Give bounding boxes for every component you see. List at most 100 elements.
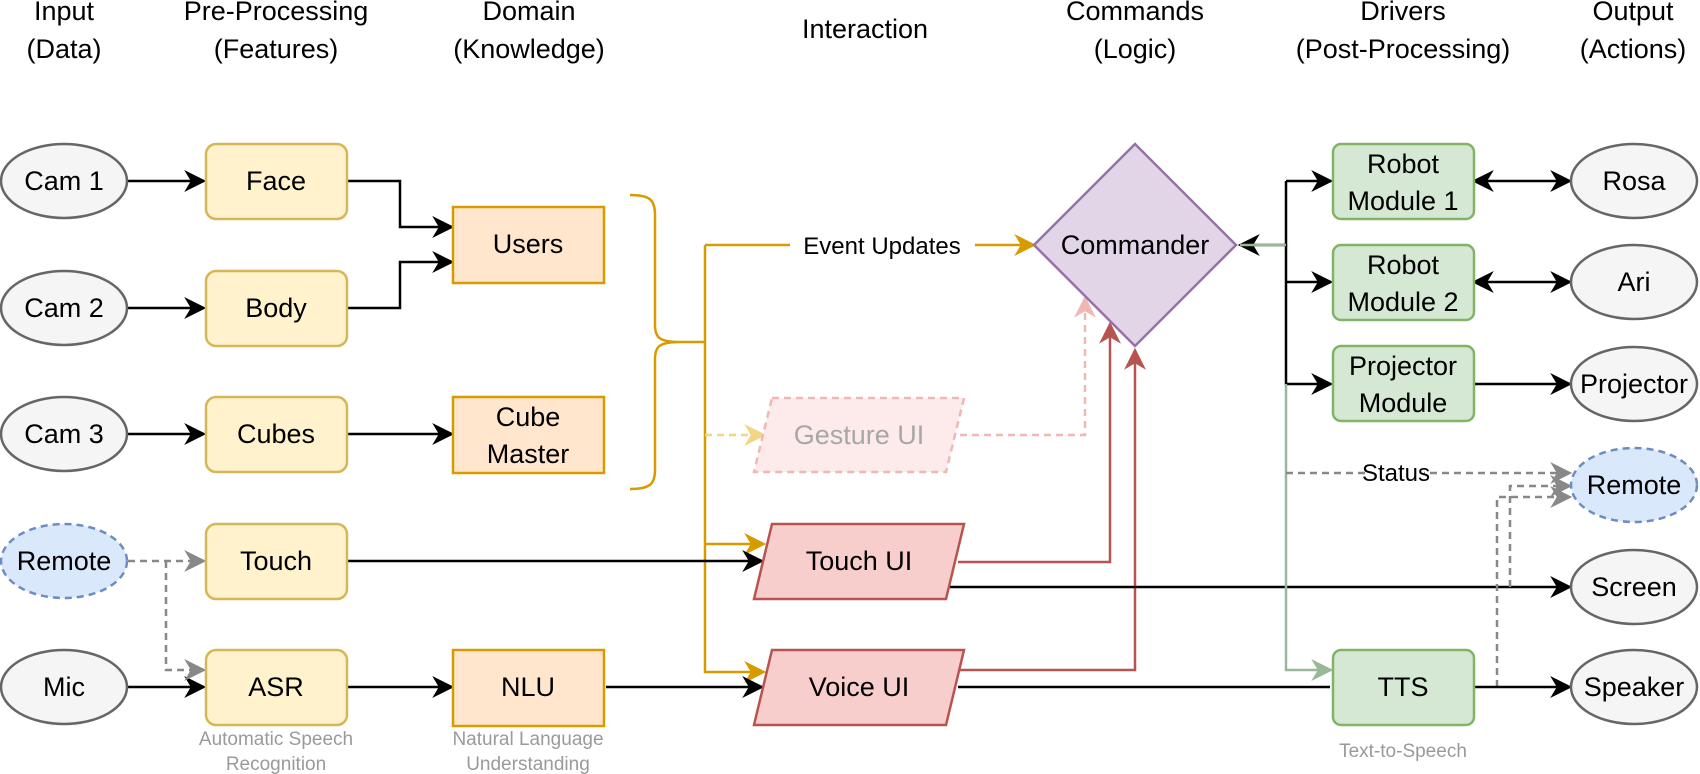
node-asr <box>204 648 349 727</box>
event-updates-label-bg <box>790 231 975 261</box>
node-screen-label: Screen <box>1591 572 1677 602</box>
node-users <box>451 205 606 285</box>
node-projector-output-label: Projector <box>1580 369 1688 399</box>
node-projector-output <box>1569 345 1699 423</box>
node-screen <box>1569 548 1699 626</box>
node-face <box>204 142 349 221</box>
node-projector-module-label-2: Module <box>1359 388 1448 418</box>
edge-trunk-projector <box>1284 245 1334 395</box>
node-projector-module-label-1: Projector <box>1349 351 1457 381</box>
node-rosa-label: Rosa <box>1602 166 1666 196</box>
node-rosa <box>1569 142 1699 220</box>
node-mic <box>0 648 129 726</box>
header-drivers: Drivers <box>1360 0 1446 26</box>
node-cube-master-label-1: Cube <box>496 402 561 432</box>
node-tts-note: Text-to-Speech <box>1339 741 1467 762</box>
node-touch <box>204 522 349 601</box>
column-headers: Input (Data) Pre-Processing (Features) D… <box>26 0 1686 64</box>
header-domain: Domain <box>482 0 575 26</box>
edge-drivers-commander <box>1237 181 1288 256</box>
header-domain-sub: (Knowledge) <box>453 34 605 64</box>
commands-node: Commander <box>1032 142 1238 348</box>
status-label-bg <box>1368 460 1424 488</box>
node-nlu-label: NLU <box>501 672 555 702</box>
node-cam3 <box>0 395 129 473</box>
edge-screen-remote <box>1508 475 1573 587</box>
node-speaker <box>1569 648 1699 726</box>
edge-speaker-remote <box>1495 486 1573 687</box>
edge-bus-voiceui <box>703 245 767 683</box>
node-robot-module-2-label-2: Module 2 <box>1347 287 1458 317</box>
input-nodes: Cam 1 Cam 2 Cam 3 Remote Mic <box>0 142 129 726</box>
node-nlu-note-1: Natural Language <box>452 729 603 750</box>
node-robot-module-2-label-1: Robot <box>1367 250 1440 280</box>
header-output-sub: (Actions) <box>1580 34 1687 64</box>
node-voice-ui <box>752 648 966 727</box>
edge-touchui-commander <box>958 321 1121 564</box>
edge-body-users <box>348 251 455 310</box>
header-drivers-sub: (Post-Processing) <box>1296 34 1511 64</box>
node-body-label: Body <box>245 293 307 323</box>
edges <box>128 170 1573 698</box>
header-commands-sub: (Logic) <box>1094 34 1177 64</box>
driver-nodes: Robot Module 1 Robot Module 2 Projector … <box>1331 142 1476 762</box>
node-cam3-label: Cam 3 <box>24 419 104 449</box>
node-robot-module-1 <box>1331 142 1476 221</box>
output-nodes: Rosa Ari Projector Remote Screen Speaker <box>1569 142 1699 726</box>
header-interaction: Interaction <box>802 14 928 44</box>
node-body <box>204 269 349 348</box>
node-cubes <box>204 395 349 474</box>
node-cubes-label: Cubes <box>237 419 315 449</box>
node-touch-label: Touch <box>240 546 312 576</box>
node-cam1 <box>0 142 129 220</box>
node-face-label: Face <box>246 166 306 196</box>
edge-trunk-tts <box>1284 384 1334 681</box>
interaction-nodes: Gesture UI Touch UI Voice UI <box>752 396 966 727</box>
edge-face-users <box>348 179 455 238</box>
status-label: Status <box>1362 460 1430 487</box>
node-cube-master-label-2: Master <box>487 439 570 469</box>
node-voice-ui-label: Voice UI <box>809 672 910 702</box>
header-commands: Commands <box>1066 0 1204 26</box>
node-commander <box>1032 142 1238 348</box>
node-asr-note-1: Automatic Speech <box>199 729 353 750</box>
node-users-label: Users <box>493 229 564 259</box>
edge-remote-asr <box>164 561 207 681</box>
node-tts-label: TTS <box>1378 672 1429 702</box>
node-tts <box>1331 648 1476 727</box>
domain-nodes: Users Cube Master NLU Natural Language U… <box>451 205 606 774</box>
node-asr-label: ASR <box>248 672 304 702</box>
edge-gestureui-commander <box>960 295 1096 437</box>
header-output: Output <box>1592 0 1674 26</box>
node-cam2 <box>0 269 129 347</box>
node-remote-output <box>1569 446 1699 524</box>
node-cam1-label: Cam 1 <box>24 166 104 196</box>
node-remote-input-label: Remote <box>17 546 112 576</box>
header-input: Input <box>34 0 95 26</box>
header-preprocessing: Pre-Processing <box>184 0 369 26</box>
domain-brace <box>629 193 681 491</box>
event-updates-label: Event Updates <box>803 233 960 260</box>
node-remote-output-label: Remote <box>1587 470 1682 500</box>
node-ari-label: Ari <box>1618 267 1651 297</box>
preprocessing-nodes: Face Body Cubes Touch ASR Automatic Spee… <box>199 142 353 774</box>
node-speaker-label: Speaker <box>1584 672 1685 702</box>
node-touch-ui <box>752 522 966 601</box>
node-cube-master <box>451 395 606 475</box>
node-projector-module <box>1331 344 1476 423</box>
node-ari <box>1569 243 1699 321</box>
node-robot-module-1-label-1: Robot <box>1367 149 1440 179</box>
node-cam2-label: Cam 2 <box>24 293 104 323</box>
node-robot-module-1-label-2: Module 1 <box>1347 186 1458 216</box>
node-robot-module-2 <box>1331 243 1476 322</box>
header-input-sub: (Data) <box>26 34 101 64</box>
node-mic-label: Mic <box>43 672 85 702</box>
node-remote-input <box>0 522 129 600</box>
node-asr-note-2: Recognition <box>226 754 326 774</box>
header-preprocessing-sub: (Features) <box>214 34 339 64</box>
node-commander-label: Commander <box>1061 230 1210 260</box>
node-gesture-ui <box>752 396 966 474</box>
node-touch-ui-label: Touch UI <box>806 546 913 576</box>
edge-voiceui-commander <box>958 347 1146 672</box>
